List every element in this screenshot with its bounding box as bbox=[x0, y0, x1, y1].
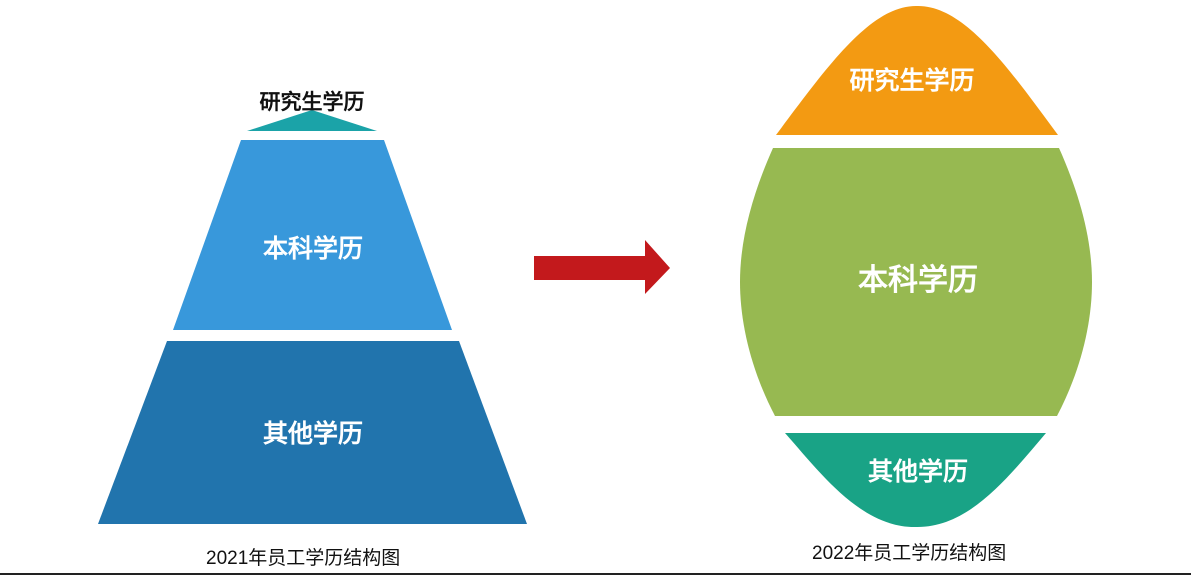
left-pyramid: 研究生学历 本科学历 其他学历 bbox=[98, 90, 527, 524]
right-layer-undergraduate-label: 本科学历 bbox=[858, 263, 978, 298]
right-diagram-caption: 2022年员工学历结构图 bbox=[812, 543, 1007, 564]
right-olive-shape: 研究生学历 本科学历 其他学历 bbox=[740, 5, 1092, 528]
left-diagram-caption: 2021年员工学历结构图 bbox=[206, 548, 401, 569]
left-layer-undergraduate-label: 本科学历 bbox=[263, 234, 363, 263]
left-layer-other-label: 其他学历 bbox=[263, 419, 363, 448]
left-layer-undergraduate-shape bbox=[173, 140, 452, 330]
right-layer-other-label: 其他学历 bbox=[868, 457, 968, 486]
right-layer-undergraduate-shape bbox=[740, 148, 1092, 416]
right-arrow-icon bbox=[534, 240, 670, 294]
left-layer-postgraduate-label: 研究生学历 bbox=[260, 90, 365, 114]
bottom-divider bbox=[0, 573, 1191, 575]
right-layer-other-shape bbox=[785, 433, 1046, 528]
left-layer-postgraduate-shape bbox=[247, 110, 377, 131]
right-layer-postgraduate-shape bbox=[776, 5, 1058, 136]
right-layer-postgraduate-label: 研究生学历 bbox=[849, 66, 974, 95]
left-layer-other-shape bbox=[98, 341, 527, 524]
